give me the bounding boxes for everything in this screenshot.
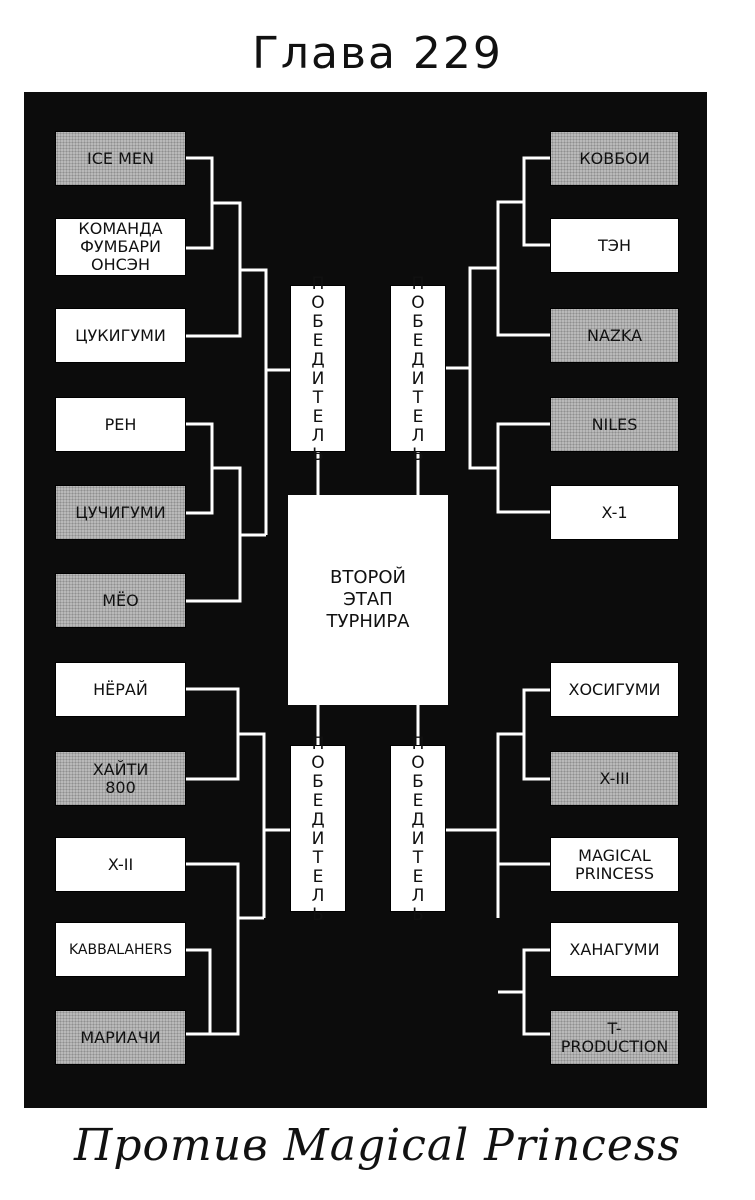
winner-label: ПОБЕДИТЕЛЬ [408,273,428,464]
right-team-box: ХАНАГУМИ [550,922,679,977]
right-team-box: ТЭН [550,218,679,273]
right-team-box: КОВБОИ [550,131,679,186]
winner-box-top-left: ПОБЕДИТЕЛЬ [290,274,346,464]
winner-label: ПОБЕДИТЕЛЬ [408,733,428,924]
winner-box-top-right: ПОБЕДИТЕЛЬ [390,274,446,464]
bracket-line [186,862,240,1036]
left-team-box: КОМАНДА ФУМБАРИ ОНСЭН [55,218,186,276]
left-team-box: МЁО [55,573,186,628]
right-team-box: T- PRODUCTION [550,1010,679,1065]
left-team-box: ЦУКИГУМИ [55,308,186,363]
right-team-box: MAGICAL PRINCESS [550,837,679,892]
bracket-line [468,266,498,470]
left-team-box: KABBALAHERS [55,922,186,977]
right-team-box: X-1 [550,485,679,540]
bracket-line [186,687,240,781]
left-team-box: НЁРАЙ [55,662,186,717]
winner-label: ПОБЕДИТЕЛЬ [308,733,328,924]
bracket-line [522,948,550,1036]
winner-label: ПОБЕДИТЕЛЬ [308,273,328,464]
bracket-line [496,422,550,514]
right-team-box: NILES [550,397,679,452]
footer-title: Против Magical Princess [73,1120,682,1171]
left-team-box: ЦУЧИГУМИ [55,485,186,540]
left-team-box: X-II [55,837,186,892]
left-team-box: МАРИАЧИ [55,1010,186,1065]
center-stage-box: ВТОРОЙ ЭТАП ТУРНИРА [288,495,448,705]
right-team-box: NAZKA [550,308,679,363]
left-team-box: ХАЙТИ 800 [55,751,186,806]
right-team-box: X-III [550,751,679,806]
bracket-line [522,156,550,247]
bracket-line [238,732,266,918]
bracket-line [186,422,214,515]
bracket-line [240,268,268,535]
left-team-box: РЕН [55,397,186,452]
chapter-title: Глава 229 [252,28,503,79]
winner-box-bottom-right: ПОБЕДИТЕЛЬ [390,734,446,924]
bracket-line [496,732,524,918]
right-team-box: ХОСИГУМИ [550,662,679,717]
bracket-line [186,948,212,1034]
bracket-line [186,156,214,250]
bracket-line [522,688,550,781]
left-team-box: ICE MEN [55,131,186,186]
winner-box-bottom-left: ПОБЕДИТЕЛЬ [290,734,346,924]
